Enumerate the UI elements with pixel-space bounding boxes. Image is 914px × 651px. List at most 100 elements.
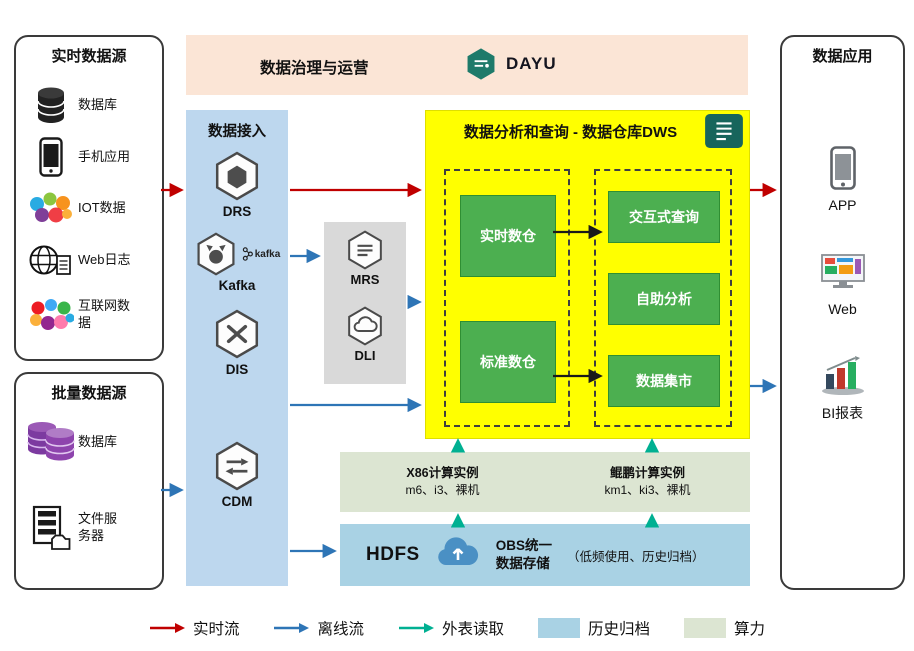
realtime-warehouse-label: 实时数仓 <box>480 228 536 244</box>
governance-title: 数据治理与运营 <box>260 60 369 77</box>
cdm-service-icon <box>186 440 288 492</box>
processing-box: MRS DLI <box>324 222 406 384</box>
batch-sources-panel: 批量数据源 数据库 文件服务器 <box>14 372 164 590</box>
legend-label: 离线流 <box>317 621 364 638</box>
app-phone-icon <box>782 145 903 191</box>
cdm-label: CDM <box>221 494 253 509</box>
web-browser-icon <box>782 251 903 295</box>
dis-service-icon <box>186 308 288 360</box>
data-mart-box: 数据集市 <box>608 355 720 407</box>
dayu-hexagon-icon <box>467 48 495 80</box>
mobile-phone-icon <box>24 137 78 177</box>
legend-label: 算力 <box>734 621 766 638</box>
drs-service-icon <box>186 150 288 202</box>
legend-item-realtime-flow: 实时流 <box>149 617 240 639</box>
data-mart-label: 数据集市 <box>636 373 692 389</box>
web-log-icon <box>24 242 78 278</box>
realtime-flow-arrow-icon <box>149 622 185 634</box>
storage-box: HDFS OBS统一 数据存储 （低频使用、历史归档） <box>340 524 750 586</box>
source-item-weblog: Web日志 <box>24 237 156 283</box>
kafka-label: Kafka <box>218 278 256 293</box>
warehouse-group: 实时数仓 标准数仓 <box>444 169 570 427</box>
dli-service-icon <box>324 306 406 346</box>
dayu-logo: DAYU <box>464 47 557 81</box>
realtime-sources-title: 实时数据源 <box>51 48 127 65</box>
web-label: Web <box>828 301 857 317</box>
standard-warehouse-box: 标准数仓 <box>460 321 556 403</box>
interactive-query-box: 交互式查询 <box>608 191 720 243</box>
obs-usage-note: （低频使用、历史归档） <box>567 549 705 564</box>
source-item-batch-database: 数据库 <box>24 414 156 470</box>
source-label: 手机应用 <box>78 148 131 164</box>
source-label: Web日志 <box>78 251 131 267</box>
self-service-analysis-label: 自助分析 <box>636 291 692 307</box>
compute-instances-box: X86计算实例 m6、i3、裸机 鲲鹏计算实例 km1、ki3、裸机 <box>340 452 750 512</box>
iot-icon <box>24 191 78 225</box>
interactive-query-label: 交互式查询 <box>629 209 699 225</box>
realtime-warehouse-box: 实时数仓 <box>460 195 556 277</box>
legend-item-history-archive: 历史归档 <box>538 617 650 639</box>
data-ingestion-column: 数据接入 DRS kafka Kafka DIS CDM <box>186 110 288 586</box>
source-item-internet: 互联网数据 <box>24 289 156 341</box>
drs-label: DRS <box>222 204 252 219</box>
app-label: APP <box>828 197 857 213</box>
dws-analysis-box: 数据分析和查询 - 数据仓库DWS 实时数仓 标准数仓 交互式查询 自助分析 数… <box>425 110 750 439</box>
source-item-file-server: 文件服务器 <box>24 498 156 558</box>
x86-compute-specs: m6、i3、裸机 <box>405 483 480 498</box>
obs-cloud-icon <box>435 536 481 574</box>
database-icon <box>24 86 78 124</box>
source-label: IOT数据 <box>78 199 126 215</box>
source-item-database: 数据库 <box>24 81 156 129</box>
dayu-product-name: DAYU <box>506 54 557 73</box>
legend: 实时流 离线流 外表读取 历史归档 算力 <box>0 617 914 639</box>
legend-item-external-read: 外表读取 <box>398 617 504 639</box>
purple-database-icon <box>24 420 78 464</box>
data-applications-panel: 数据应用 APP Web BI报表 <box>780 35 905 590</box>
self-service-analysis-box: 自助分析 <box>608 273 720 325</box>
kunpeng-compute-specs: km1、ki3、裸机 <box>604 483 691 498</box>
legend-label: 实时流 <box>192 621 240 638</box>
x86-compute-name: X86计算实例 <box>406 466 479 481</box>
external-read-arrow-icon <box>398 622 434 634</box>
obs-line2: 数据存储 <box>495 556 550 571</box>
kafka-wordmark: kafka <box>241 246 281 262</box>
legend-label: 外表读取 <box>441 621 504 638</box>
mrs-service-icon <box>324 230 406 270</box>
source-item-mobile: 手机应用 <box>24 133 156 181</box>
kafka-logo-text: kafka <box>254 248 281 260</box>
governance-banner: 数据治理与运营 DAYU <box>186 35 748 95</box>
compute-power-swatch <box>684 618 727 638</box>
source-label: 互联网数据 <box>78 298 131 330</box>
hdfs-label: HDFS <box>366 544 420 565</box>
source-item-iot: IOT数据 <box>24 185 156 231</box>
kunpeng-compute-cell: 鲲鹏计算实例 km1、ki3、裸机 <box>545 464 750 500</box>
kafka-service-icon: kafka <box>186 232 288 276</box>
file-server-icon <box>24 505 78 551</box>
source-label: 文件服务器 <box>78 511 118 543</box>
internet-data-icon <box>24 298 78 332</box>
ingestion-title: 数据接入 <box>208 124 266 140</box>
x86-compute-cell: X86计算实例 m6、i3、裸机 <box>340 464 545 500</box>
obs-storage-label: OBS统一 数据存储 <box>496 537 552 573</box>
bi-report-label: BI报表 <box>821 405 864 421</box>
legend-item-compute-power: 算力 <box>684 617 765 639</box>
legend-item-offline-flow: 离线流 <box>273 617 364 639</box>
dis-label: DIS <box>225 362 249 377</box>
source-label: 数据库 <box>78 96 118 112</box>
kunpeng-compute-name: 鲲鹏计算实例 <box>609 466 685 481</box>
obs-line1: OBS统一 <box>495 537 552 553</box>
dli-label: DLI <box>354 348 376 363</box>
batch-sources-title: 批量数据源 <box>51 385 127 402</box>
kafka-logo-glyph <box>242 247 253 261</box>
query-services-group: 交互式查询 自助分析 数据集市 <box>594 169 732 427</box>
applications-title: 数据应用 <box>812 48 873 65</box>
mrs-label: MRS <box>350 272 380 287</box>
source-label: 数据库 <box>78 433 118 449</box>
legend-label: 历史归档 <box>588 621 651 638</box>
dws-title: 数据分析和查询 - 数据仓库DWS <box>463 124 678 141</box>
history-archive-swatch <box>538 618 580 638</box>
dws-document-icon <box>705 114 743 153</box>
standard-warehouse-label: 标准数仓 <box>480 354 536 370</box>
realtime-sources-panel: 实时数据源 数据库 手机应用 IOT数据 Web日志 <box>14 35 164 361</box>
offline-flow-arrow-icon <box>273 622 310 634</box>
